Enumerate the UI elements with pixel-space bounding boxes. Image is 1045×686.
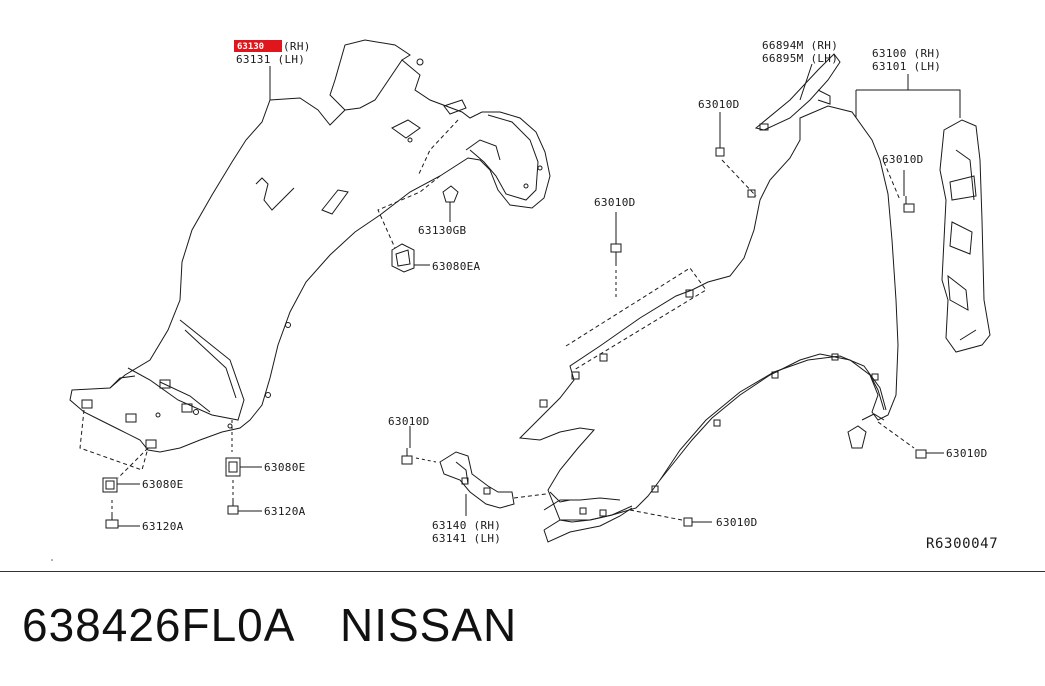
fender-seal [754, 53, 841, 131]
highlighted-part-box [234, 40, 282, 52]
bolt-center [610, 212, 622, 266]
bolt-right-upper [903, 170, 915, 213]
label-bolt-right-upper[interactable]: 63010D [882, 153, 924, 166]
label-screw-63120a-mid[interactable]: 63120A [264, 505, 306, 518]
clip-63130gb [442, 185, 459, 220]
label-bolt-top[interactable]: 63010D [698, 98, 740, 111]
fender-bracket [415, 451, 547, 509]
label-liner-lh[interactable]: 63131 (LH) [236, 53, 305, 66]
bolt-right-lower [915, 449, 944, 459]
screw-63120a-left [105, 500, 119, 529]
label-bracket-lh[interactable]: 63141 (LH) [432, 532, 501, 545]
part-number: 638426FL0A [22, 599, 296, 651]
label-bracket-rh[interactable]: 63140 (RH) [432, 519, 501, 532]
label-bolt-center[interactable]: 63010D [594, 196, 636, 209]
label-seal-rh[interactable]: 66894M (RH) [762, 39, 838, 52]
label-fender-rh[interactable]: 63100 (RH) [872, 47, 941, 60]
label-screw-63120a-left[interactable]: 63120A [142, 520, 184, 533]
label-liner-rh-suffix: (RH) [283, 40, 311, 53]
parts-diagram: 63130 (RH) 63131 (LH) 63130GB 63080EA 63… [51, 39, 998, 561]
bolt-top [715, 112, 725, 157]
fender-side-panel [939, 119, 991, 353]
label-bolt-right-lower[interactable]: 63010D [946, 447, 988, 460]
label-bolt-bottom[interactable]: 63010D [716, 516, 758, 529]
bolt-bracket [401, 426, 413, 465]
label-bolt-bracket[interactable]: 63010D [388, 415, 430, 428]
label-seal-lh[interactable]: 66895M (LH) [762, 52, 838, 65]
brand-name: NISSAN [340, 599, 518, 651]
bolt-bottom [683, 517, 712, 527]
clip-63080e-mid [225, 457, 241, 477]
clip-63080e-left [102, 477, 118, 493]
front-fender [518, 105, 915, 543]
diagram-reference-code: R6300047 [926, 536, 998, 552]
screw-63120a-mid [227, 480, 239, 515]
label-clip-63080ea[interactable]: 63080EA [432, 260, 481, 273]
label-clip-63080e-left[interactable]: 63080E [142, 478, 184, 491]
divider [0, 571, 1045, 572]
label-clip-63130gb[interactable]: 63130GB [418, 224, 467, 237]
clip-63080ea [391, 243, 415, 273]
label-clip-63080e-mid[interactable]: 63080E [264, 461, 306, 474]
label-fender-lh[interactable]: 63101 (LH) [872, 60, 941, 73]
fender-liner [69, 39, 551, 479]
label-liner-rh[interactable]: 63130 [237, 42, 264, 52]
